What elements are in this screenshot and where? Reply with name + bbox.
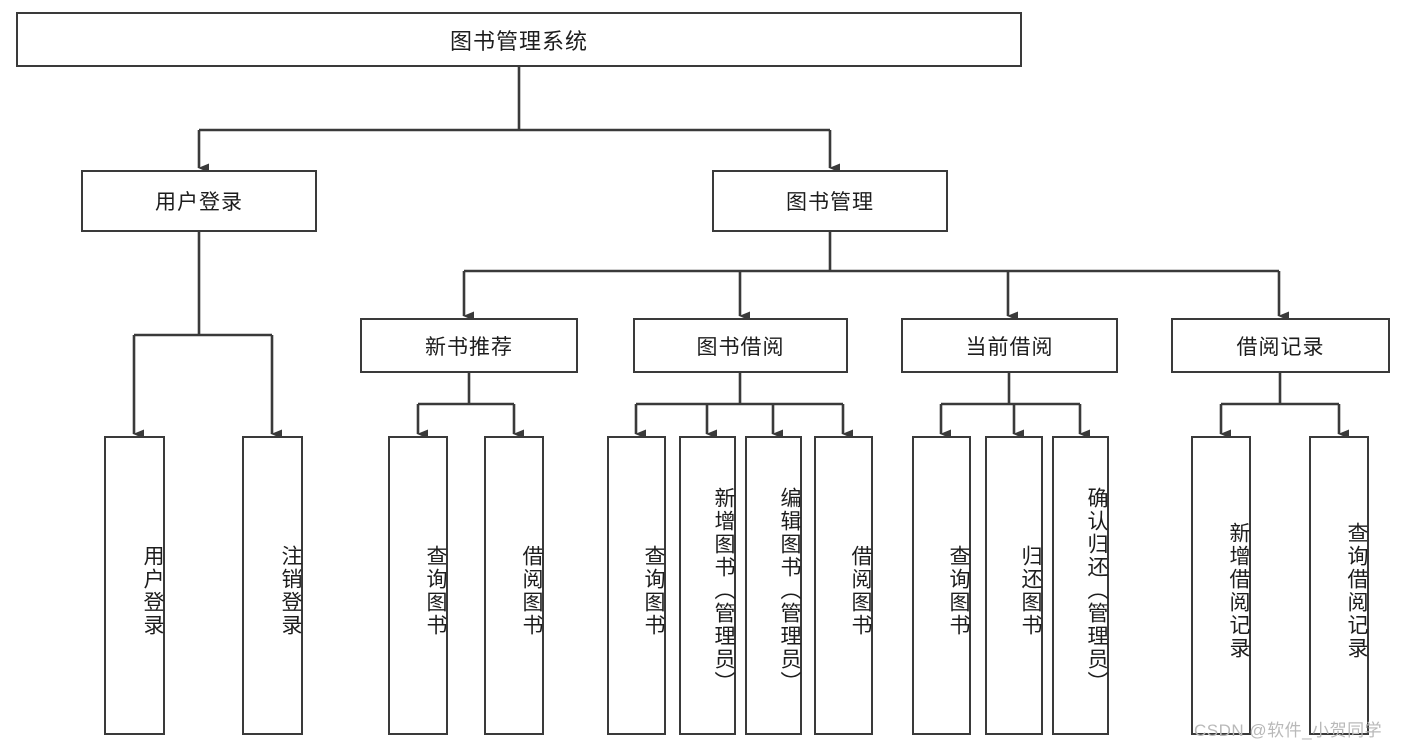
node-label: 归还图书	[1019, 544, 1042, 637]
leaf-borrow-book[interactable]: 借阅图书	[814, 436, 873, 735]
leaf-query-borrow-record[interactable]: 查询借阅记录	[1309, 436, 1369, 735]
node-label: 用户登录	[141, 544, 164, 637]
node-label: 图书借阅	[696, 335, 785, 359]
node-label: 查询图书	[947, 544, 970, 637]
leaf-logout-login[interactable]: 注销登录	[242, 436, 303, 735]
leaf-return-book[interactable]: 归还图书	[985, 436, 1043, 735]
node-label: 确认归还（管理员）	[1085, 487, 1108, 694]
leaf-query-book-recommend[interactable]: 查询图书	[388, 436, 448, 735]
node-book-manage[interactable]: 图书管理	[712, 170, 948, 232]
node-label: 借阅图书	[849, 544, 872, 637]
node-current-borrow[interactable]: 当前借阅	[901, 318, 1118, 373]
node-label: 图书管理系统	[449, 28, 588, 54]
node-label: 新增借阅记录	[1227, 521, 1250, 660]
node-label: 查询借阅记录	[1345, 521, 1368, 660]
node-label: 当前借阅	[965, 335, 1054, 359]
node-book-borrow[interactable]: 图书借阅	[633, 318, 848, 373]
leaf-edit-book-admin[interactable]: 编辑图书（管理员）	[745, 436, 802, 735]
leaf-add-borrow-record[interactable]: 新增借阅记录	[1191, 436, 1251, 735]
leaf-borrow-book-recommend[interactable]: 借阅图书	[484, 436, 544, 735]
node-label: 注销登录	[279, 544, 302, 637]
node-label: 查询图书	[642, 544, 665, 637]
node-root[interactable]: 图书管理系统	[16, 12, 1022, 67]
leaf-query-book-current[interactable]: 查询图书	[912, 436, 971, 735]
node-label: 借阅记录	[1236, 335, 1325, 359]
node-label: 新书推荐	[425, 335, 513, 359]
node-new-book-recommend[interactable]: 新书推荐	[360, 318, 578, 373]
node-label: 新增图书（管理员）	[712, 487, 735, 694]
leaf-confirm-return-admin[interactable]: 确认归还（管理员）	[1052, 436, 1109, 735]
leaf-query-book-borrow[interactable]: 查询图书	[607, 436, 666, 735]
node-label: 借阅图书	[520, 544, 543, 637]
node-borrow-record[interactable]: 借阅记录	[1171, 318, 1390, 373]
node-label: 编辑图书（管理员）	[778, 487, 801, 694]
csdn-watermark: CSDN @软件_小贺同学	[1194, 721, 1383, 740]
node-label: 查询图书	[424, 544, 447, 637]
leaf-user-login[interactable]: 用户登录	[104, 436, 165, 735]
node-label: 图书管理	[786, 191, 874, 214]
leaf-add-book-admin[interactable]: 新增图书（管理员）	[679, 436, 736, 735]
node-user-login[interactable]: 用户登录	[81, 170, 317, 232]
node-label: 用户登录	[155, 191, 243, 214]
